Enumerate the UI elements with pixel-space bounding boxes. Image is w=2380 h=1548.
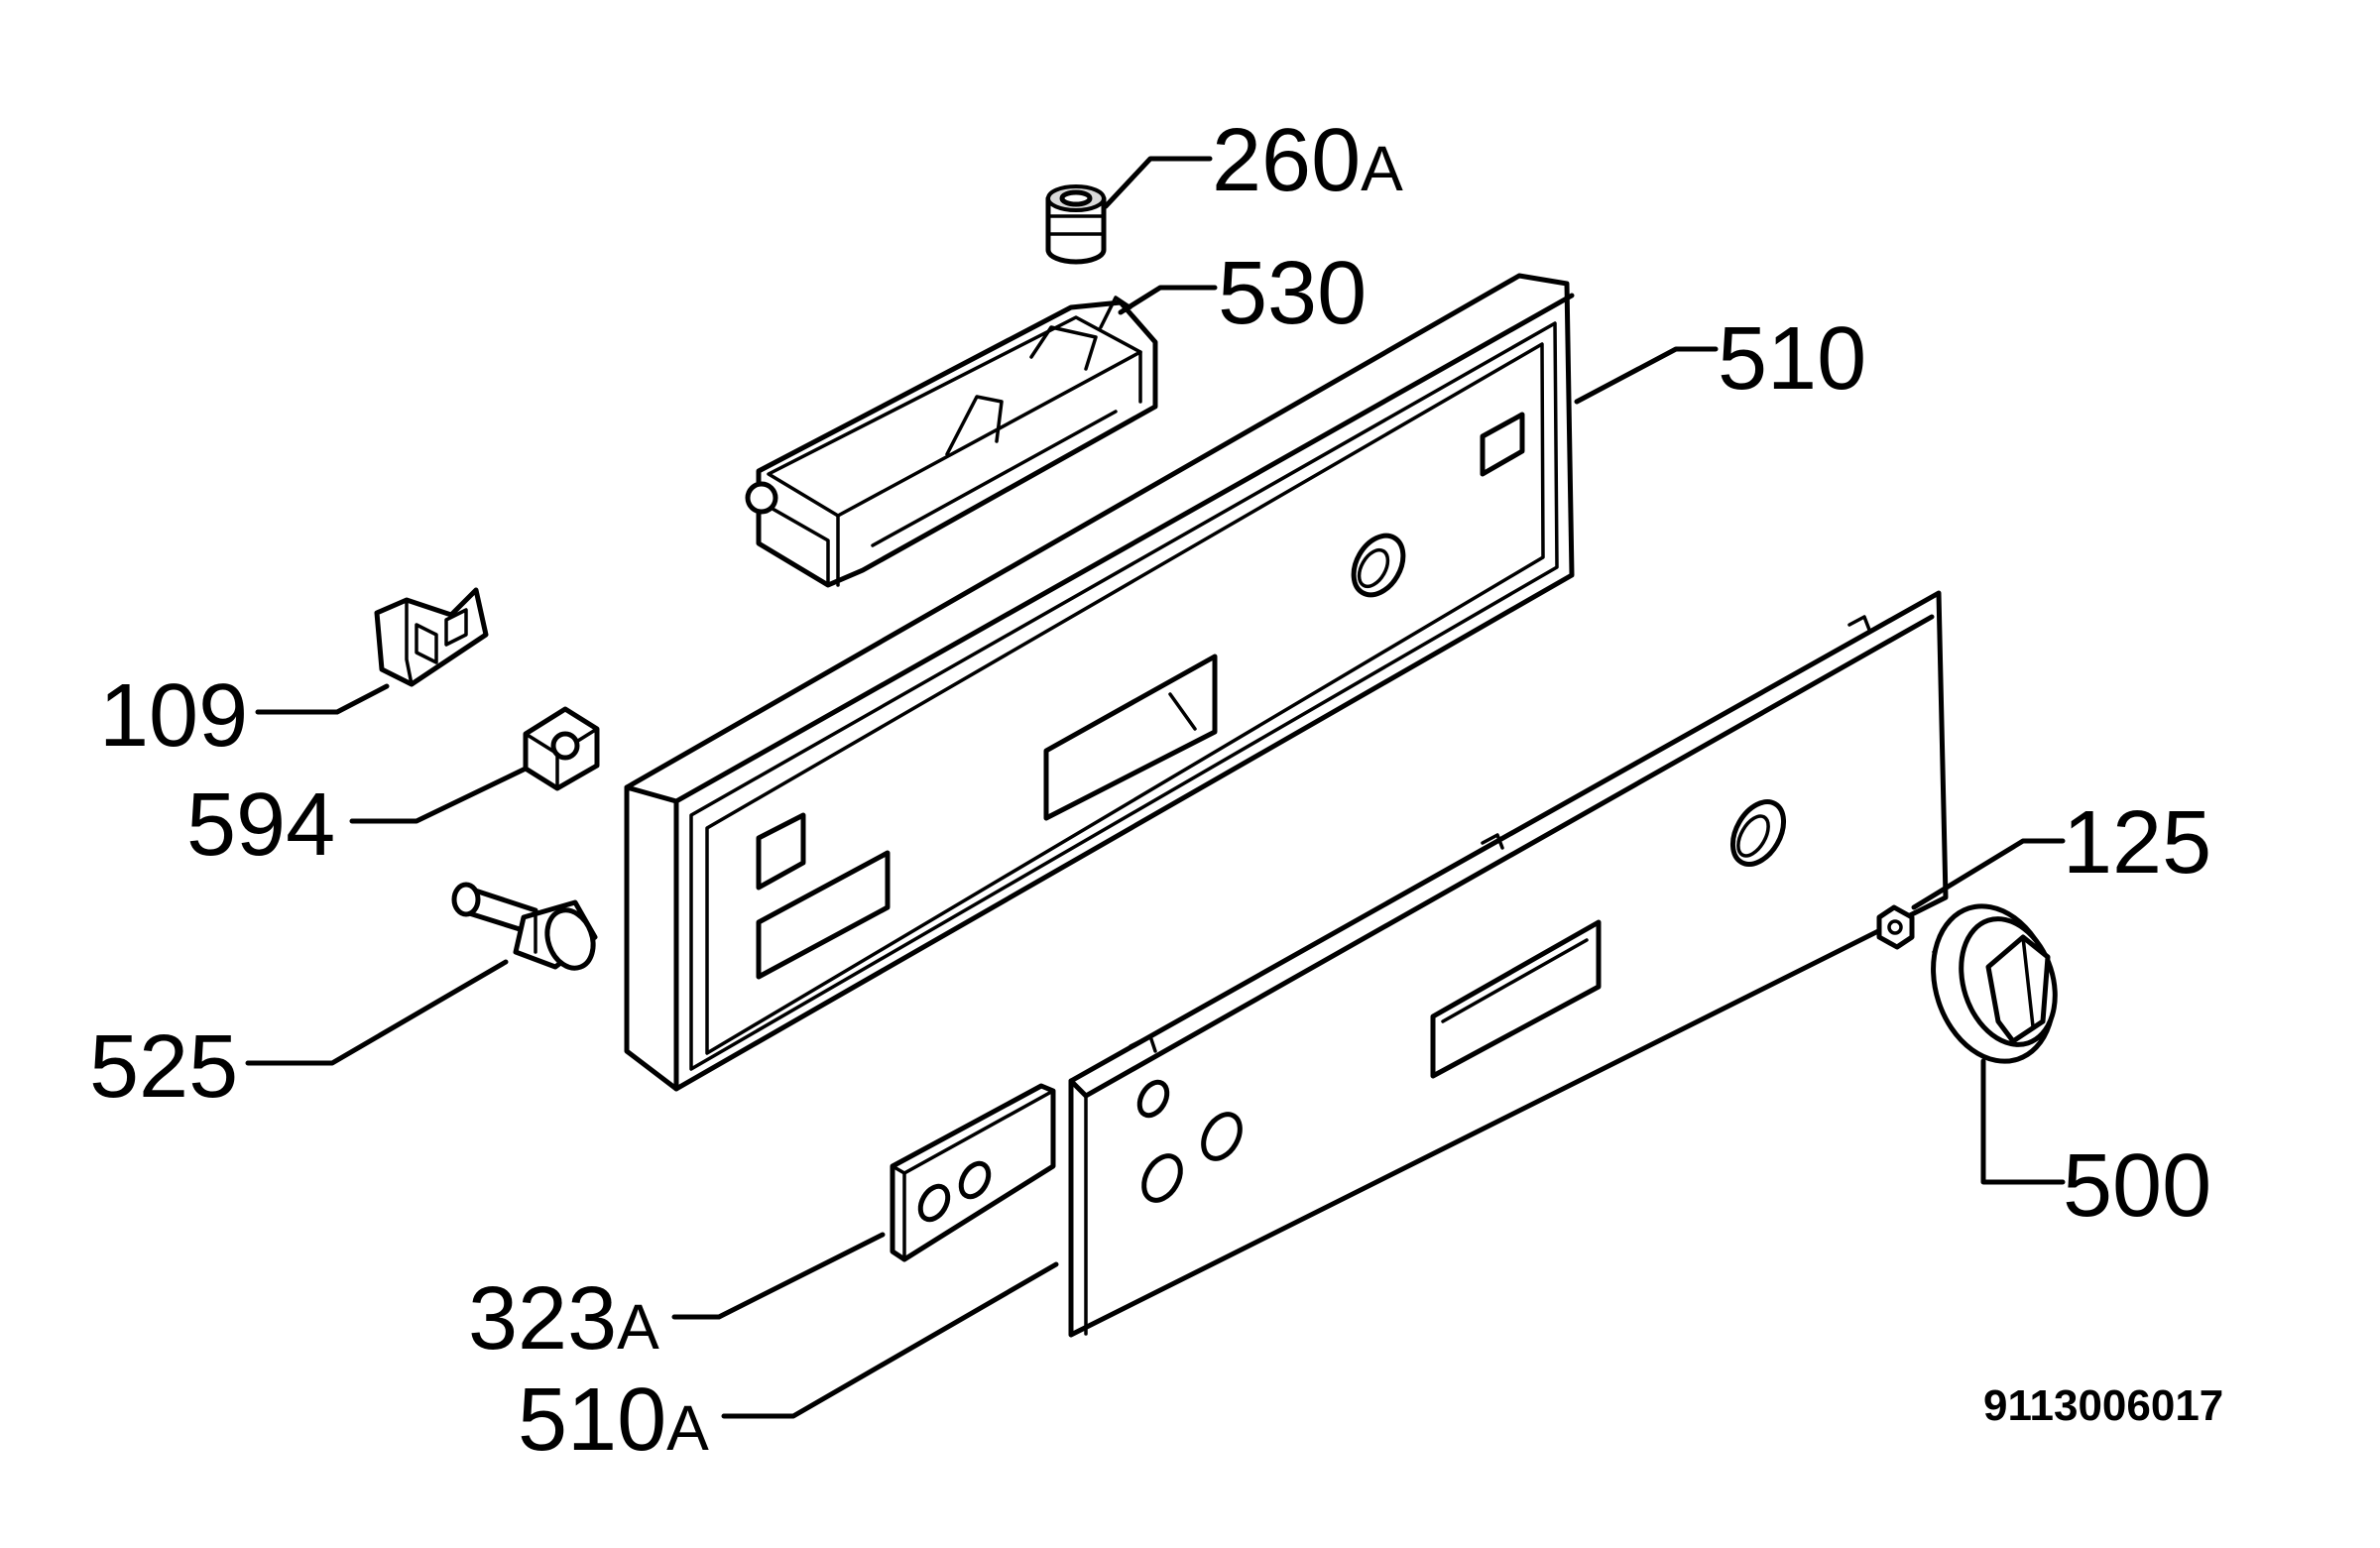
callout-510a: 510A [518,1370,709,1470]
callout-109: 109 [99,666,248,766]
part-525-screw [451,882,598,971]
leader-260a [1103,156,1213,209]
part-125-small-nut [1876,904,1915,950]
callout-125: 125 [2063,793,2211,893]
part-500-knob [1931,903,2058,1064]
callout-594: 594 [186,775,335,875]
leader-lines [245,156,2066,1419]
leader-594 [349,766,529,824]
part-594-nut [523,706,600,791]
callout-525: 525 [89,1017,238,1117]
callout-510: 510 [1718,309,1866,409]
part-260a-grommet [1045,184,1107,265]
part-530-latch-bracket [745,296,1158,588]
part-323a-lens-plate [890,1083,1056,1262]
leader-125 [1911,838,2066,910]
part-510-control-panel [624,273,1575,1092]
document-number: 9113006017 [1983,1381,2223,1430]
callout-530: 530 [1218,244,1367,343]
leader-530 [1118,285,1218,315]
part-510a-fascia-plate [1068,590,1949,1338]
leader-109 [255,683,390,715]
leader-500 [1980,1058,2066,1185]
leader-525 [245,959,509,1066]
leader-323a [671,1232,886,1320]
leader-510 [1574,346,1719,405]
callout-500: 500 [2063,1136,2211,1236]
leader-510a [721,1261,1059,1419]
part-109-clip [374,587,489,687]
callout-323a: 323A [468,1269,659,1369]
callout-260a: 260A [1212,111,1403,210]
